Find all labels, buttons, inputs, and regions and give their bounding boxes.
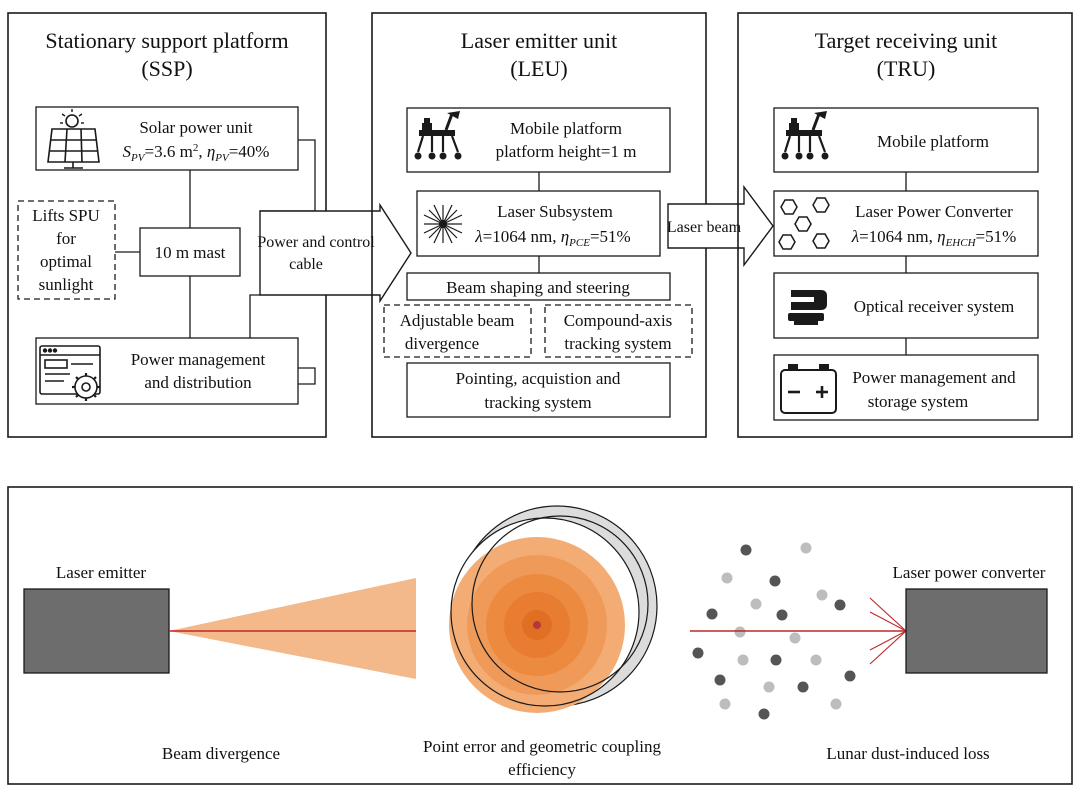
power-management-box: Power management and distribution <box>35 337 299 405</box>
caption-point-error-line1: Point error and geometric coupling <box>423 737 661 756</box>
lpc-spec: λ=1064 nm, ηEHCH=51% <box>851 227 1017 249</box>
compound-axis-box: Compound-axis tracking system <box>544 304 693 358</box>
rover-icon <box>414 111 462 160</box>
scatter-rays <box>869 597 907 665</box>
laser-subsystem-box: Laser Subsystem λ=1064 nm, ηPCE=51% <box>416 190 661 257</box>
laser-beam-arrow: Laser beam <box>667 184 774 268</box>
caption-point-error-line2: efficiency <box>508 760 576 779</box>
leu-mobile-platform-box: Mobile platform platform height=1 m <box>406 107 671 173</box>
optical-receiver-icon <box>788 290 827 325</box>
cable-line2: cable <box>289 256 323 273</box>
leu-mobile-line2: platform height=1 m <box>496 142 637 161</box>
adj-line2: divergence <box>405 334 479 353</box>
hexagon-cells-icon <box>778 197 830 250</box>
emitter-label: Laser emitter <box>56 563 146 582</box>
ssp-panel: Stationary support platform (SSP) <box>7 12 327 438</box>
solar-spec: SPV=3.6 m2, ηPV=40% <box>123 142 270 164</box>
pat-line2: tracking system <box>484 393 591 412</box>
optical-receiver-box: Optical receiver system <box>773 272 1039 339</box>
laser-power-converter-box: Laser Power Converter λ=1064 nm, ηEHCH=5… <box>773 190 1039 257</box>
dashboard-gear-icon <box>39 345 101 401</box>
solar-power-unit-box: Solar power unit SPV=3.6 m2, ηPV=40% <box>35 106 299 171</box>
tru-title-line1: Target receiving unit <box>815 28 998 53</box>
ssp-title-line1: Stationary support platform <box>45 28 288 53</box>
lifts-line4: sunlight <box>39 275 94 294</box>
optical-label: Optical receiver system <box>854 297 1015 316</box>
ssp-title-line2: (SSP) <box>141 56 192 81</box>
leu-title-line2: (LEU) <box>510 56 567 81</box>
tru-mobile-platform-box: Mobile platform <box>773 107 1039 173</box>
power-storage-box: Power management and storage system <box>773 354 1039 421</box>
lunar-dust-particles <box>692 542 856 720</box>
tru-title-line2: (TRU) <box>877 56 936 81</box>
mast-label: 10 m mast <box>155 243 226 262</box>
tru-mobile-label: Mobile platform <box>877 132 989 151</box>
divergence-cone <box>169 578 416 679</box>
caption-dust-loss: Lunar dust-induced loss <box>826 744 989 763</box>
beam-shaping-label: Beam shaping and steering <box>446 278 630 297</box>
converter-label: Laser power converter <box>893 563 1046 582</box>
leu-panel: Laser emitter unit (LEU) <box>371 12 707 438</box>
beam-shaping-box: Beam shaping and steering <box>406 272 671 301</box>
pm-line2: and distribution <box>144 373 252 392</box>
laser-beam-label: Laser beam <box>667 219 742 236</box>
rover-icon <box>781 111 829 160</box>
solar-panel-icon <box>47 109 100 169</box>
laser-burst-icon <box>423 204 463 244</box>
lpc-title: Laser Power Converter <box>855 202 1013 221</box>
lifts-spu-box: Lifts SPU for optimal sunlight <box>17 200 116 300</box>
power-cable-arrow: Power and control cable <box>257 202 412 304</box>
comp-line1: Compound-axis <box>564 311 673 330</box>
laser-emitter-block <box>23 588 170 674</box>
pms-line2: storage system <box>868 392 969 411</box>
adjustable-divergence-box: Adjustable beam divergence <box>383 304 532 358</box>
leu-mobile-line1: Mobile platform <box>510 119 622 138</box>
solar-title: Solar power unit <box>139 118 253 137</box>
pms-line1: Power management and <box>852 368 1016 387</box>
pm-line1: Power management <box>131 350 266 369</box>
laser-power-converter-block <box>905 588 1048 674</box>
tru-panel: Target receiving unit (TRU) <box>737 12 1073 438</box>
comp-line2: tracking system <box>564 334 671 353</box>
pat-system-box: Pointing, acquistion and tracking system <box>406 362 671 418</box>
cable-line1: Power and control <box>257 234 375 251</box>
pat-line1: Pointing, acquistion and <box>456 369 621 388</box>
laser-title: Laser Subsystem <box>497 202 613 221</box>
battery-icon <box>780 364 837 414</box>
pointing-error-target <box>449 505 658 713</box>
lifts-line2: for <box>56 229 76 248</box>
mast-box: 10 m mast <box>139 227 241 277</box>
adj-line1: Adjustable beam <box>400 311 515 330</box>
bottom-panel: Laser emitter <box>7 486 1073 785</box>
caption-beam-divergence: Beam divergence <box>162 744 280 763</box>
leu-title-line1: Laser emitter unit <box>461 28 617 53</box>
laser-spec: λ=1064 nm, ηPCE=51% <box>474 227 630 249</box>
lifts-line1: Lifts SPU <box>32 206 100 225</box>
lifts-line3: optimal <box>40 252 92 271</box>
